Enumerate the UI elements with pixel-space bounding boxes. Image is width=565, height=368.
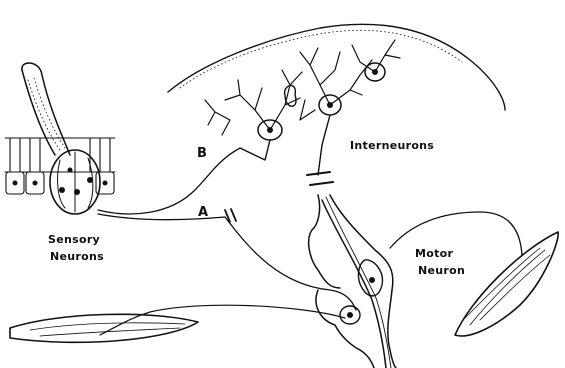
sensory-receptor-cell xyxy=(22,63,70,155)
sensory-epithelium xyxy=(5,138,115,194)
interneuron-axon xyxy=(240,115,330,175)
label-sensory-line2: Neurons xyxy=(50,250,104,264)
label-motor-line2: Neuron xyxy=(418,264,465,278)
label-a: A xyxy=(198,206,208,220)
label-interneurons: Interneurons xyxy=(350,139,434,153)
motor-axon xyxy=(390,212,522,255)
spinal-cell-body xyxy=(340,306,360,324)
label-b: B xyxy=(197,147,207,161)
synapse-marker-interneuron xyxy=(307,172,333,185)
sensory-axon-b xyxy=(98,148,240,214)
interneuron-cell-1 xyxy=(258,120,282,140)
interneuron-cell-3 xyxy=(365,63,385,81)
muscle-left-nerve xyxy=(100,305,345,335)
label-motor-line1: Motor xyxy=(415,247,453,261)
muscle-left xyxy=(10,314,198,342)
sensory-axon-a xyxy=(98,214,356,310)
muscle-right xyxy=(455,232,558,336)
sensory-ganglion xyxy=(50,150,100,214)
interneuron-cell-2 xyxy=(319,95,341,115)
label-sensory-line1: Sensory xyxy=(48,233,100,247)
